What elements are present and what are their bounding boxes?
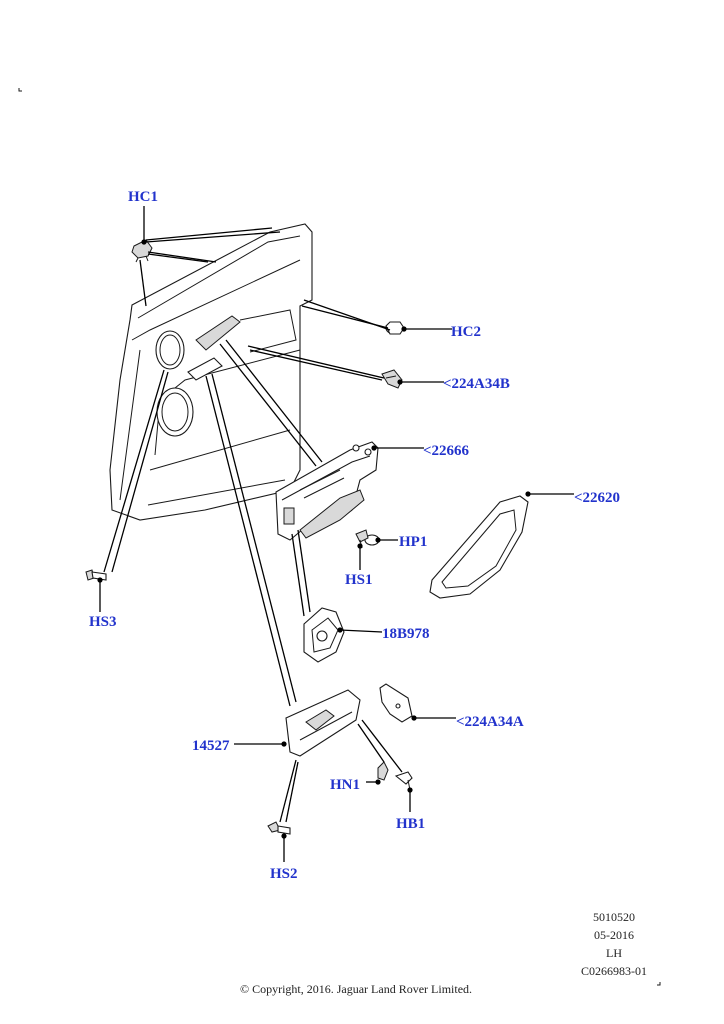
clip-hc1 <box>131 239 153 263</box>
bracket-18b978 <box>303 607 345 663</box>
handle-housing-22666 <box>275 441 379 541</box>
callout-hs3[interactable]: HS3 <box>89 614 117 630</box>
callout-14527[interactable]: 14527 <box>192 738 230 754</box>
callout-22620[interactable]: <22620 <box>574 490 620 506</box>
drawing-date: 05-2016 <box>594 928 634 942</box>
leader-dots <box>97 239 531 839</box>
copyright-notice: © Copyright, 2016. Jaguar Land Rover Lim… <box>240 982 472 996</box>
door-trim-panel <box>109 223 313 521</box>
corner-mark-top-left <box>18 88 22 92</box>
bracket-224a34b <box>381 369 403 389</box>
callout-hs2[interactable]: HS2 <box>270 866 298 882</box>
callout-18b978[interactable]: 18B978 <box>382 626 430 642</box>
screw-hs1-hp1 <box>355 529 380 549</box>
nut-hn1 <box>377 761 389 781</box>
bracket-224a34a <box>379 683 413 723</box>
callout-labels: HC1 HC2 <224A34B <22666 <22620 HP1 HS1 H… <box>89 189 620 882</box>
clip-hc2 <box>385 321 405 335</box>
drawing-code: C0266983-01 <box>581 964 647 978</box>
callout-224a34a[interactable]: <224A34A <box>456 714 524 730</box>
callout-22666[interactable]: <22666 <box>423 443 470 459</box>
callout-224a34b[interactable]: <224A34B <box>443 376 510 392</box>
callout-hs1[interactable]: HS1 <box>345 572 373 588</box>
switch-panel-14527 <box>285 689 361 757</box>
ref-number: 5010520 <box>593 910 635 924</box>
drawing-meta: 5010520 05-2016 LH C0266983-01 <box>581 910 647 978</box>
bolt-hb1 <box>394 771 413 791</box>
callout-hn1[interactable]: HN1 <box>330 777 360 793</box>
screw-hs2 <box>267 821 291 835</box>
screw-hs3 <box>85 569 107 581</box>
callout-hc1[interactable]: HC1 <box>128 189 158 205</box>
leader-lines <box>99 206 574 862</box>
drawing-side: LH <box>606 946 622 960</box>
corner-mark-bottom-right <box>657 982 661 986</box>
callout-hb1[interactable]: HB1 <box>396 816 425 832</box>
callout-hc2[interactable]: HC2 <box>451 324 481 340</box>
callout-hp1[interactable]: HP1 <box>399 534 427 550</box>
handle-bezel-22620 <box>429 495 529 599</box>
